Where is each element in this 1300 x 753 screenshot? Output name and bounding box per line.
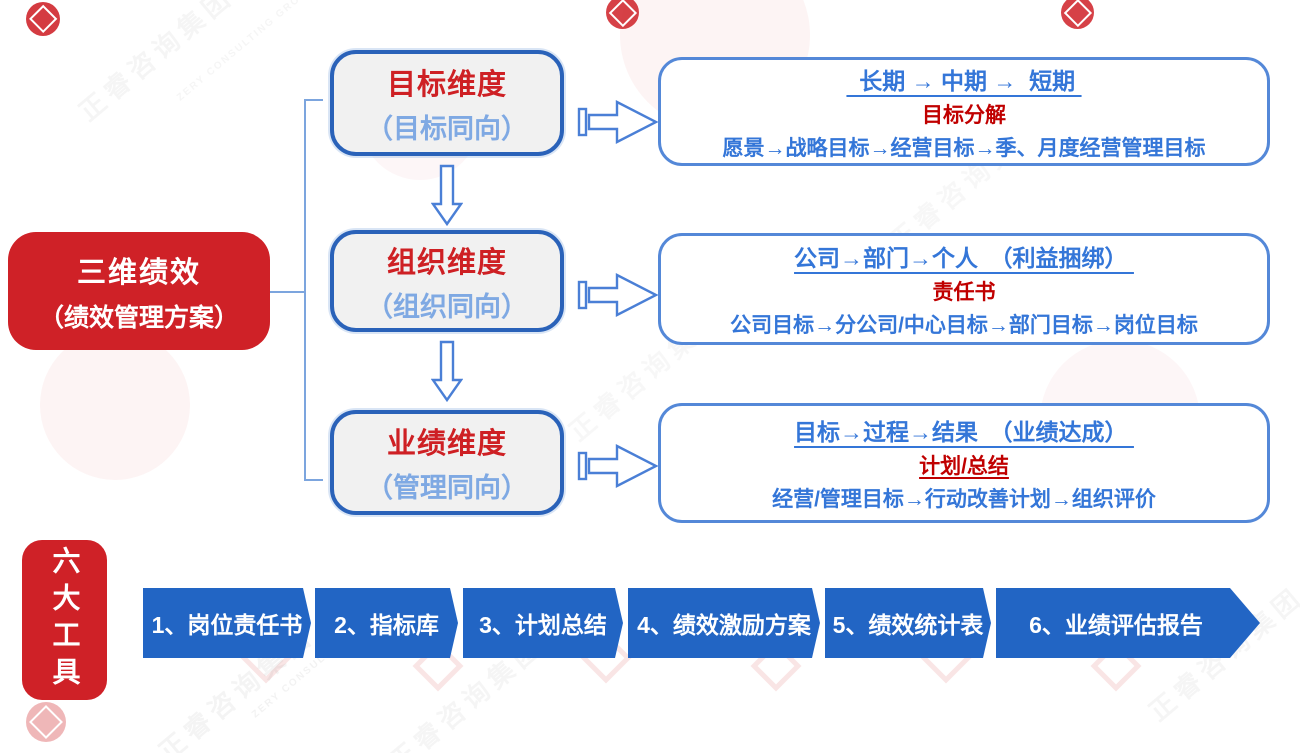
detail-line-bottom: 公司目标→分公司/中心目标→部门目标→岗位目标 bbox=[730, 314, 1198, 337]
main-title: 三维绩效 bbox=[76, 256, 201, 289]
dimension-subtitle: （组织同向） bbox=[366, 291, 528, 322]
detail-line-bottom: 愿景→战略目标→经营目标→季、月度经营管理目标 bbox=[722, 136, 1206, 160]
detail-line-top: 公司→部门→个人 （利益捆绑） bbox=[794, 245, 1134, 271]
brand-logo-icon bbox=[26, 2, 60, 36]
dimension-subtitle: （目标同向） bbox=[366, 113, 528, 144]
detail-box-performance: 目标→过程→结果 （业绩达成） 计划/总结 经营/管理目标→行动改善计划→组织评… bbox=[658, 403, 1270, 523]
detail-line-top: 长期 → 中期 → 短期 bbox=[846, 67, 1082, 94]
detail-box-goal: 长期 → 中期 → 短期 目标分解 愿景→战略目标→经营目标→季、月度经营管理目… bbox=[658, 57, 1270, 166]
dimension-box-performance: 业绩维度 （管理同向） bbox=[330, 410, 564, 515]
tools-label-text: 六大工具 bbox=[49, 546, 81, 694]
detail-line-top: 目标→过程→结果 （业绩达成） bbox=[794, 419, 1134, 445]
tool-item-1: 1、岗位责任书 bbox=[143, 588, 311, 658]
watermark-text: 正睿咨询集团 bbox=[73, 0, 240, 127]
detail-line-mid: 计划/总结 bbox=[919, 455, 1009, 478]
brand-logo-icon bbox=[1061, 0, 1094, 29]
tool-item-label: 3、计划总结 bbox=[479, 612, 607, 638]
bracket-connector bbox=[270, 99, 323, 481]
brand-logo-icon bbox=[606, 0, 639, 29]
right-arrow-icon bbox=[577, 100, 659, 144]
tool-item-label: 2、指标库 bbox=[334, 612, 439, 638]
detail-line-bottom: 经营/管理目标→行动改善计划→组织评价 bbox=[772, 488, 1156, 511]
brand-logo-watermark bbox=[40, 330, 190, 480]
right-arrow-icon bbox=[577, 273, 659, 317]
main-theme-box: 三维绩效 （绩效管理方案） bbox=[8, 232, 270, 350]
main-subtitle: （绩效管理方案） bbox=[38, 303, 239, 332]
detail-box-organization: 公司→部门→个人 （利益捆绑） 责任书 公司目标→分公司/中心目标→部门目标→岗… bbox=[658, 233, 1270, 345]
right-arrow-icon bbox=[577, 444, 659, 488]
tool-item-2: 2、指标库 bbox=[315, 588, 458, 658]
dimension-title: 组织维度 bbox=[386, 246, 507, 279]
tool-item-5: 5、绩效统计表 bbox=[825, 588, 991, 658]
dimension-title: 目标维度 bbox=[386, 68, 507, 101]
down-arrow-icon bbox=[431, 164, 463, 227]
tool-item-3: 3、计划总结 bbox=[463, 588, 623, 658]
dimension-subtitle: （管理同向） bbox=[366, 473, 528, 503]
tool-item-label: 1、岗位责任书 bbox=[151, 612, 303, 638]
detail-line-mid: 目标分解 bbox=[922, 103, 1006, 127]
down-arrow-icon bbox=[431, 340, 463, 403]
dimension-title: 业绩维度 bbox=[386, 428, 507, 460]
dimension-box-goal: 目标维度 （目标同向） bbox=[330, 50, 564, 156]
tools-label-box: 六大工具 bbox=[22, 540, 107, 700]
tool-item-label: 5、绩效统计表 bbox=[832, 612, 984, 638]
brand-logo-icon bbox=[26, 702, 66, 742]
dimension-box-organization: 组织维度 （组织同向） bbox=[330, 230, 564, 332]
tool-item-label: 4、绩效激励方案 bbox=[637, 612, 811, 638]
watermark-subtext: ZERY CONSULTING GROUP bbox=[175, 0, 317, 104]
tool-item-6: 6、业绩评估报告 bbox=[996, 588, 1260, 658]
detail-line-mid: 责任书 bbox=[932, 281, 996, 304]
tool-item-label: 6、业绩评估报告 bbox=[1029, 612, 1203, 638]
tool-item-4: 4、绩效激励方案 bbox=[628, 588, 820, 658]
